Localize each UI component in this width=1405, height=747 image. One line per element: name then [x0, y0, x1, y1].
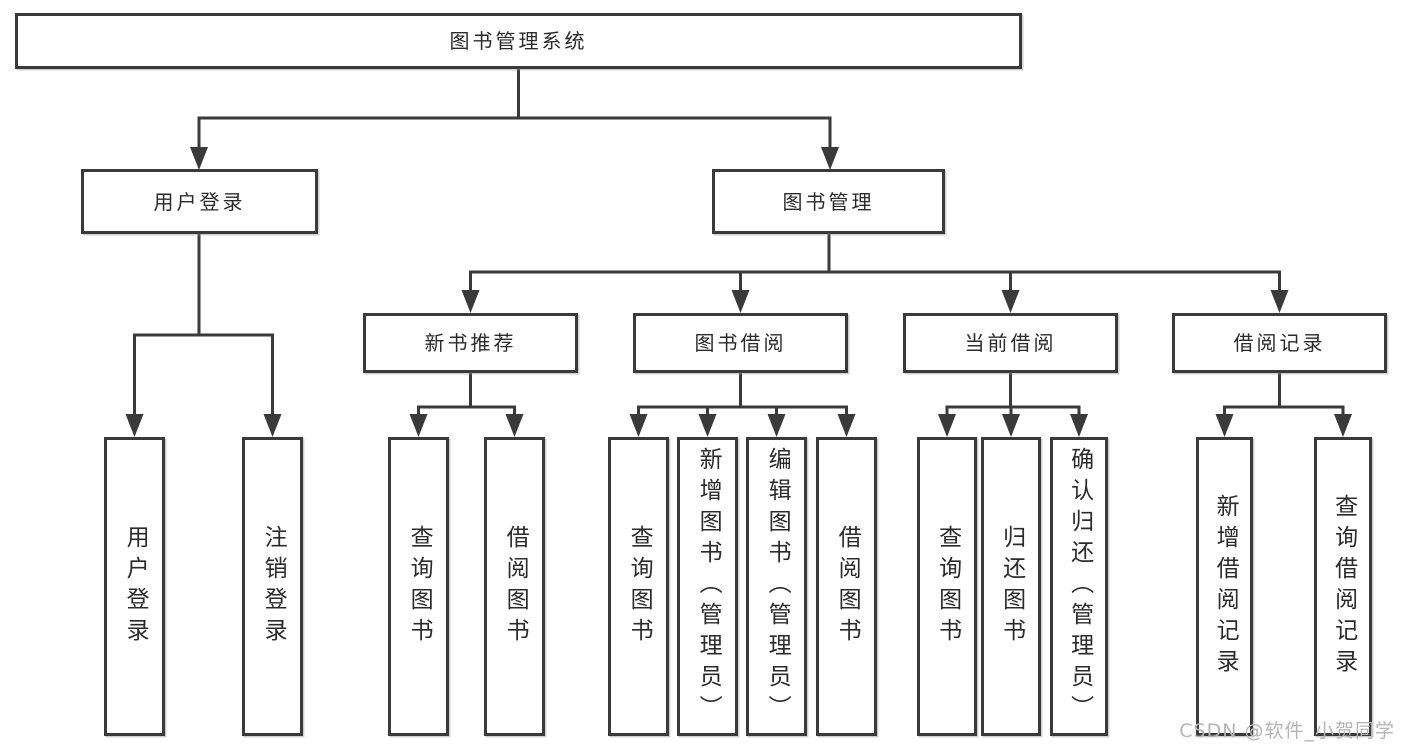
leaf-add-books-admin: 新增图书（管理员） [677, 437, 738, 736]
connector-borrowrecord-to-leaves [1223, 373, 1345, 416]
leaf-query-books-current: 查询图书 [917, 437, 977, 736]
arrowhead-icon [190, 147, 208, 170]
leaf-query-borrow-record: 查询借阅记录 [1314, 437, 1372, 736]
leaf-label: 查询借阅记录 [1330, 493, 1357, 680]
arrowhead-icon [767, 414, 786, 437]
arrowhead-icon [938, 414, 956, 437]
connector-bookborrow-to-leaves [637, 373, 848, 416]
arrowhead-icon [731, 290, 750, 313]
connector-bookmgmt-to-level3 [469, 233, 1281, 292]
arrowhead-icon [821, 147, 839, 170]
leaf-borrow-books-borrowing: 借阅图书 [816, 437, 877, 736]
leaf-confirm-return-admin: 确认归还（管理员） [1050, 437, 1108, 736]
leaf-query-books-recommend: 查询图书 [388, 437, 449, 736]
arrowhead-icon [1002, 414, 1020, 437]
node-label: 图书管理系统 [449, 29, 588, 53]
node-borrowing-records: 借阅记录 [1172, 313, 1387, 373]
arrowhead-icon [1215, 414, 1234, 437]
leaf-label: 借阅图书 [502, 524, 529, 649]
leaf-label: 查询图书 [934, 524, 961, 649]
arrowhead-icon [698, 414, 717, 437]
node-label: 当前借阅 [964, 331, 1057, 355]
node-new-book-recommendation: 新书推荐 [363, 313, 578, 373]
leaf-label: 编辑图书（管理员） [764, 447, 791, 726]
arrowhead-icon [1001, 290, 1020, 313]
arrowhead-icon [409, 414, 428, 437]
leaf-borrow-books-recommend: 借阅图书 [484, 437, 545, 736]
connector-currentborrow-to-leaves [945, 373, 1081, 416]
arrowhead-icon [505, 414, 524, 437]
leaf-label: 新增借阅记录 [1212, 493, 1239, 680]
arrowhead-icon [1270, 290, 1289, 313]
node-book-management: 图书管理 [712, 169, 945, 234]
arrowhead-icon [125, 414, 144, 437]
node-label: 借阅记录 [1233, 331, 1326, 355]
connector-root-to-level2 [197, 68, 832, 150]
leaf-logout: 注销登录 [242, 437, 303, 736]
leaf-user-login: 用户登录 [104, 437, 165, 736]
arrowhead-icon [1070, 414, 1088, 437]
leaf-edit-books-admin: 编辑图书（管理员） [746, 437, 807, 736]
leaf-label: 借阅图书 [834, 524, 861, 649]
connector-newbook-to-leaves [417, 373, 516, 416]
arrowhead-icon [461, 290, 480, 313]
leaf-label: 归还图书 [998, 524, 1025, 649]
leaf-return-books: 归还图书 [981, 437, 1041, 736]
node-book-borrowing: 图书借阅 [633, 313, 848, 373]
node-label: 新书推荐 [424, 331, 517, 355]
leaf-label: 用户登录 [122, 524, 149, 649]
leaf-label: 查询图书 [626, 524, 653, 649]
leaf-label: 新增图书（管理员） [695, 447, 722, 726]
node-label: 用户登录 [153, 189, 246, 214]
arrowhead-icon [263, 414, 282, 437]
connector-userlogin-to-leaves [133, 233, 274, 416]
node-label: 图书借阅 [694, 331, 787, 355]
csdn-watermark: CSDN @软件_小贺同学 [1179, 720, 1395, 742]
arrowhead-icon [837, 414, 856, 437]
arrowhead-icon [629, 414, 648, 437]
leaf-label: 注销登录 [260, 524, 287, 649]
leaf-query-books-borrowing: 查询图书 [608, 437, 669, 736]
node-library-management-system: 图书管理系统 [15, 13, 1022, 69]
leaf-label: 查询图书 [406, 524, 433, 649]
node-user-login: 用户登录 [81, 169, 318, 234]
node-current-borrowing: 当前借阅 [903, 313, 1118, 373]
arrowhead-icon [1334, 414, 1352, 437]
leaf-label: 确认归还（管理员） [1066, 447, 1093, 726]
leaf-add-borrow-record: 新增借阅记录 [1196, 437, 1253, 736]
node-label: 图书管理 [782, 189, 875, 214]
